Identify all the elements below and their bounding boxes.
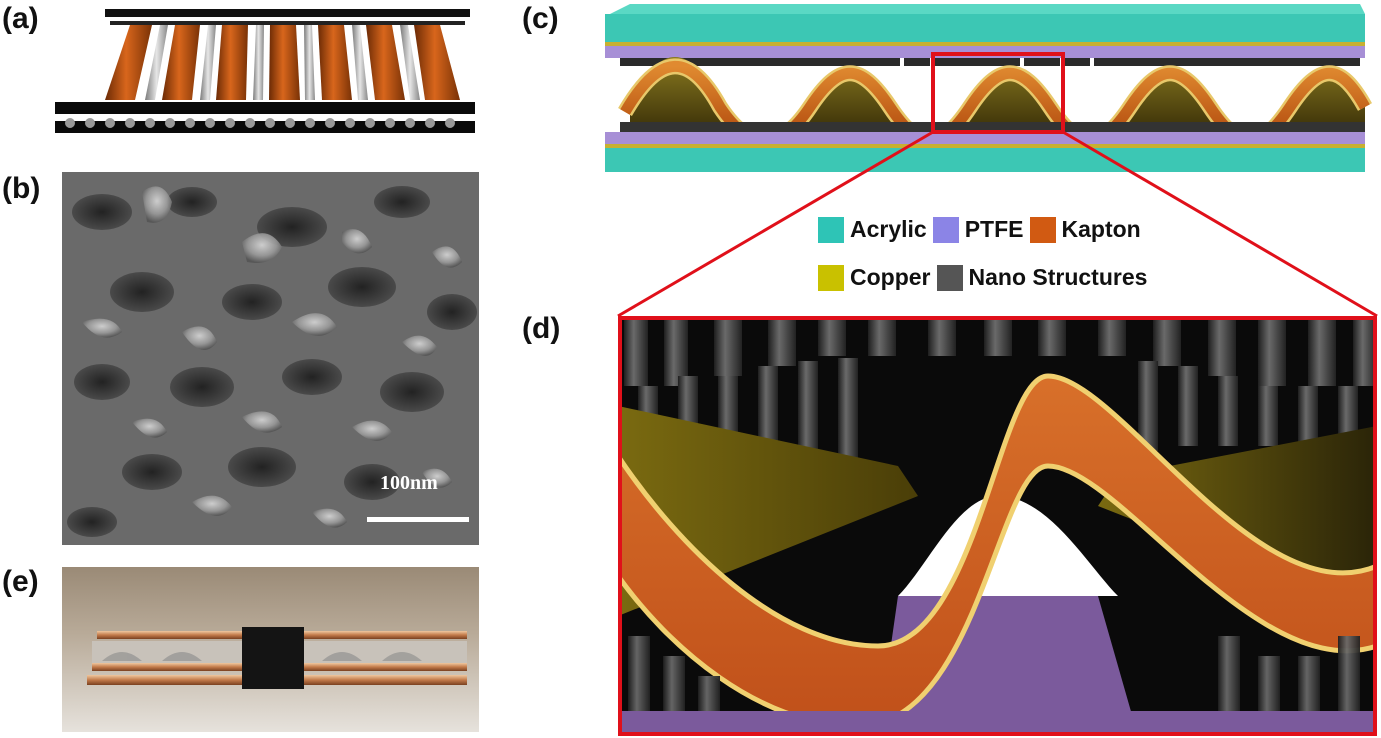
gap-white: [898, 496, 1118, 596]
swatch-kapton: [1029, 216, 1056, 243]
top-plate-inner: [110, 21, 465, 25]
panel-label-b: (b): [2, 172, 41, 205]
legend-item-acrylic: Acrylic: [818, 216, 927, 243]
panel-label-d: (d): [522, 312, 561, 345]
panel-label-c: (c): [522, 2, 559, 35]
legend-label-ptfe: PTFE: [964, 216, 1024, 242]
bottom-acrylic: [605, 148, 1365, 172]
swatch-acrylic: [818, 216, 844, 243]
legend-label-nano: Nano Structures: [968, 264, 1148, 290]
scale-bar-label: 100nm: [380, 472, 438, 494]
rollers: [105, 25, 460, 100]
legend-label-copper: Copper: [850, 264, 931, 290]
legend-item-copper: Copper: [818, 264, 931, 291]
legend-row-2: Copper Nano Structures: [818, 264, 1153, 291]
legend-row-1: Acrylic PTFE Kapton: [818, 216, 1147, 243]
bottom-copper-strip: [605, 144, 1365, 148]
legend-label-acrylic: Acrylic: [850, 216, 927, 242]
swatch-nano: [936, 264, 963, 291]
bottom-roller-dots: [65, 118, 455, 128]
top-acrylic-top: [610, 4, 1365, 14]
legend-item-kapton: Kapton: [1029, 216, 1141, 243]
bottom-nano: [620, 122, 1365, 132]
zoom-box: [931, 52, 1065, 134]
legend-item-ptfe: PTFE: [932, 216, 1024, 243]
scale-bar: [367, 517, 469, 522]
panel-label-a: (a): [2, 2, 39, 35]
zoom-frame: [618, 316, 1377, 736]
top-plate: [105, 9, 470, 17]
device-photo: [62, 567, 479, 732]
panel-d-zoom: [618, 316, 1377, 736]
swatch-copper: [818, 264, 844, 291]
top-nano-pillars: [624, 316, 1377, 458]
sem-image: 100nm: [62, 172, 479, 545]
swatch-ptfe: [932, 216, 959, 243]
legend-item-nano: Nano Structures: [936, 264, 1148, 291]
top-acrylic: [605, 14, 1365, 42]
panel-c-device: [605, 4, 1372, 172]
panel-label-e: (e): [2, 565, 39, 598]
legend-label-kapton: Kapton: [1061, 216, 1141, 242]
bottom-plate: [55, 102, 475, 114]
top-copper-strip: [605, 42, 1365, 46]
bottom-ptfe-strip: [618, 711, 1377, 736]
panel-a-schematic: [55, 9, 475, 133]
top-nano: [620, 58, 1360, 66]
